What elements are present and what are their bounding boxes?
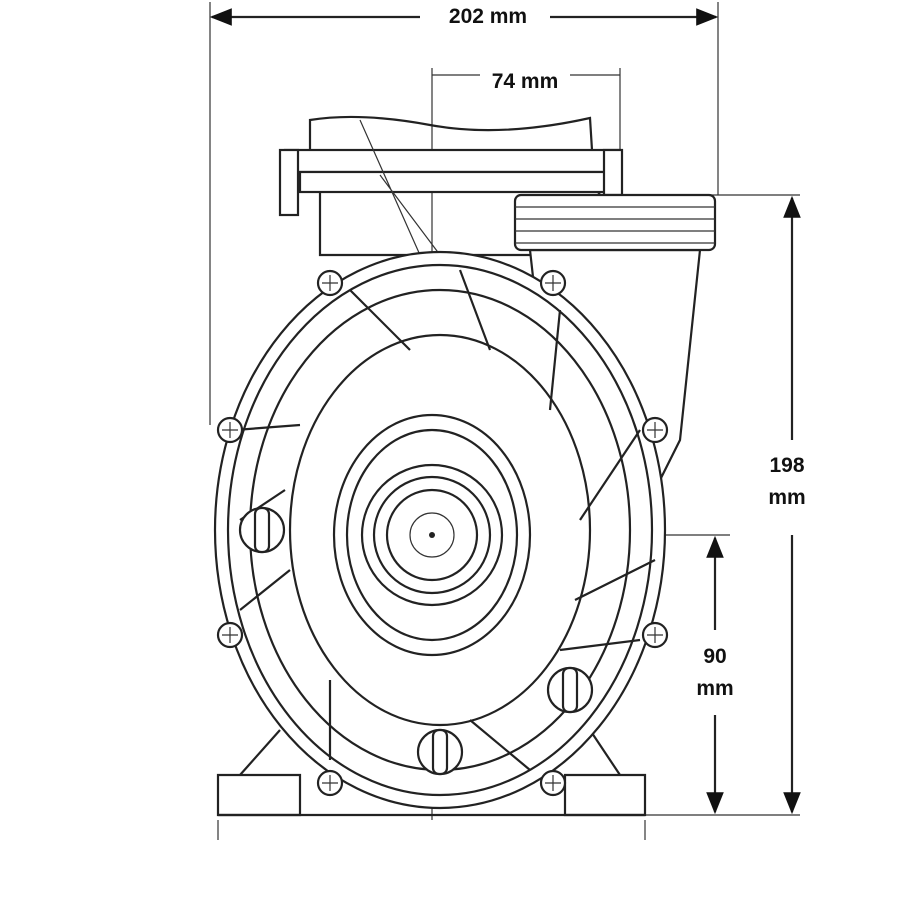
axis-height-unit: mm [692,673,738,705]
pump-hub [332,413,532,657]
screw-icon [216,621,244,649]
screw-icon [641,416,669,444]
knob-icon [416,728,464,776]
screw-icon [539,769,567,797]
height-dimension-unit: mm [762,482,812,514]
width-dimension-label: 202 mm [430,1,546,33]
knob-icon [238,506,286,554]
screw-icon [316,269,344,297]
screw-icon [641,621,669,649]
height-dimension-value: 198 [762,450,812,482]
pump-lid [278,115,624,257]
axis-height-value: 90 [692,641,738,673]
screw-icon [539,269,567,297]
screws [216,269,669,797]
pump-feet [216,729,647,817]
screw-icon [216,416,244,444]
offset-dimension-label: 74 mm [480,66,570,98]
knob-icon [546,666,594,714]
screw-icon [316,769,344,797]
drain-knobs [238,506,594,776]
